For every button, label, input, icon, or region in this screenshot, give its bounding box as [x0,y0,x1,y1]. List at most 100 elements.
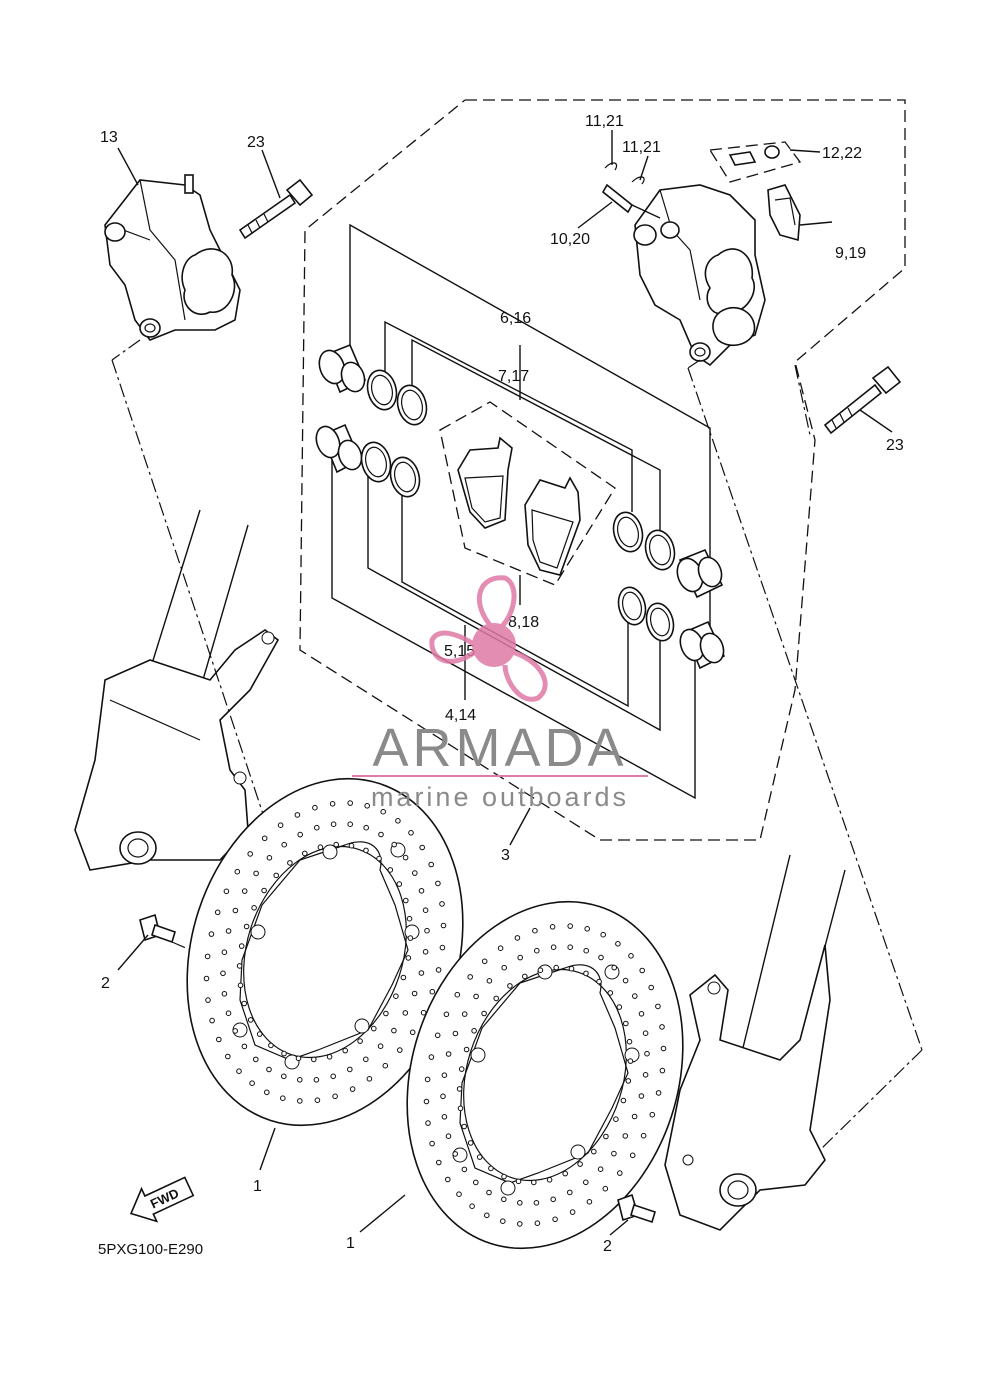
drilled-hole [627,1058,634,1064]
clip-11-a [604,162,618,171]
drilled-hole [247,851,253,857]
drilled-hole [396,881,403,887]
drilled-hole [611,1150,617,1157]
drilled-hole [302,850,308,857]
drilled-hole [655,1003,661,1010]
drilled-hole [534,947,540,954]
drilled-hole [295,1055,302,1062]
drilled-hole [371,1025,377,1032]
drilled-hole [402,854,409,861]
drilled-hole [287,860,293,866]
drilled-hole [649,1111,656,1118]
drilled-hole [402,1010,409,1016]
watermark-tagline: marine outboards [371,782,629,812]
drilled-hole [456,1086,463,1092]
drilled-hole [366,1076,373,1082]
drilled-hole [602,1185,609,1192]
drilled-hole [407,935,414,941]
drilled-hole [342,1047,349,1054]
drilled-hole [501,1173,507,1180]
drilled-hole [617,1170,623,1176]
seal-lower-left-2 [389,456,421,498]
drilled-hole [312,804,318,811]
drilled-hole [326,1054,333,1060]
drilled-hole [205,997,211,1003]
drilled-hole [208,931,215,937]
drilled-hole [261,887,267,894]
drilled-hole [280,1095,286,1101]
drilled-hole [364,803,371,809]
piston-upper-right [676,548,724,599]
drilled-hole [439,901,445,907]
drilled-hole [429,988,436,995]
drawing-code: 5PXG100-E290 [98,1241,203,1258]
drilled-hole [348,842,355,849]
drilled-hole [452,1151,459,1157]
piston-lower-right [679,620,726,670]
drilled-hole [469,1203,475,1209]
drilled-hole [439,944,446,951]
drilled-hole [434,1032,441,1039]
drilled-hole [577,1161,583,1167]
drilled-hole [347,800,354,806]
drilled-hole [281,1050,287,1057]
drilled-hole [640,1132,647,1139]
drilled-hole [281,841,288,848]
drilled-hole [422,907,429,914]
drilled-hole [395,818,401,824]
drilled-hole [440,1093,446,1100]
drilled-hole [418,888,425,894]
drilled-hole [660,1045,667,1052]
drilled-hole [517,1200,523,1206]
drilled-hole [411,990,418,997]
pad-pin-10 [601,183,661,219]
leader-lines [117,130,893,1236]
drilled-hole [603,1133,609,1140]
drilled-hole [501,964,508,971]
drilled-hole [481,1010,487,1017]
drilled-hole [622,977,629,984]
drilled-hole [376,855,382,862]
drilled-hole [409,1029,416,1036]
drilled-hole [461,1123,468,1130]
fork-right [664,854,846,1231]
label-3: 3 [501,847,510,864]
drilled-hole [238,943,245,949]
drilled-hole [349,1086,356,1092]
brake-disc-upper [186,777,464,1127]
drilled-hole [241,888,248,894]
drilled-hole [412,870,418,876]
drilled-hole [391,841,398,848]
drilled-hole [418,970,425,976]
label-12-22: 12,22 [822,145,862,162]
drilled-hole [463,1046,470,1053]
drilled-hole [428,861,435,868]
drilled-hole [600,931,607,938]
drilled-hole [533,1200,540,1206]
drilled-hole [629,1152,636,1159]
drilled-hole [445,1051,452,1057]
drilled-hole [382,1062,389,1069]
label-2-left: 2 [101,975,110,992]
drilled-hole [638,1093,645,1099]
drilled-hole [461,1011,468,1017]
drilled-hole [441,1114,448,1120]
drilled-hole [493,995,500,1002]
drilled-hole [243,923,250,930]
drilled-hole [583,970,589,977]
drilled-hole [639,967,646,974]
drilled-hole [406,915,413,922]
drilled-hole [387,867,394,873]
seal-upper-left-2 [396,384,428,426]
drilled-hole [486,1189,492,1196]
drilled-hole [517,954,524,961]
drilled-hole [532,927,538,934]
drilled-hole [297,1098,303,1104]
drilled-hole [216,1036,222,1043]
drilled-hole [314,1097,321,1103]
watermark-brand: ARMADA [372,718,627,778]
drilled-hole [644,1050,650,1057]
drilled-hole [314,824,320,831]
drilled-hole [311,1056,317,1063]
drilled-hole [403,897,409,904]
